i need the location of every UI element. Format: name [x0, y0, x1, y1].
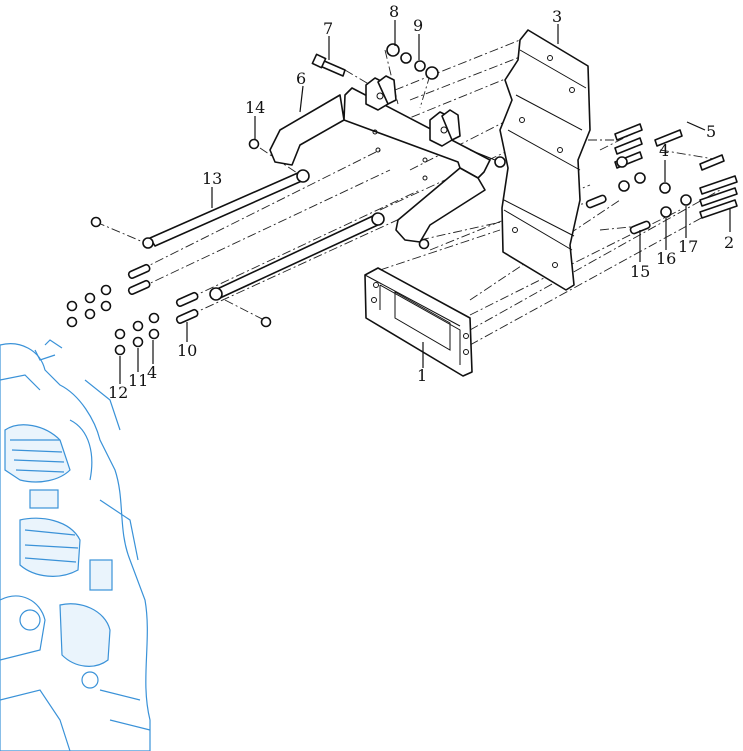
nut-left-end	[90, 216, 102, 228]
pins-left	[127, 263, 199, 324]
callout-1: 1	[417, 366, 427, 385]
washers-left	[66, 284, 160, 356]
nut-frame-foot	[418, 238, 430, 250]
callout-9: 9	[413, 16, 423, 35]
callout-12: 12	[108, 383, 128, 402]
part-plate-3	[499, 29, 591, 291]
rod-lower	[209, 212, 385, 301]
callout-14: 14	[245, 98, 265, 117]
pins-right	[585, 194, 651, 235]
callout-10: 10	[177, 341, 197, 360]
part-base-1	[364, 267, 473, 377]
washers-right	[616, 156, 692, 218]
callout-3: 3	[552, 7, 562, 26]
nut-14	[248, 138, 260, 150]
callout-17: 17	[678, 237, 698, 256]
callout-2: 2	[724, 233, 734, 252]
callout-11: 11	[128, 371, 148, 390]
callout-6: 6	[296, 69, 306, 88]
nuts-8-9	[386, 43, 439, 80]
rod-upper-13	[142, 169, 310, 249]
callout-16: 16	[656, 249, 676, 268]
callout-8: 8	[389, 2, 399, 21]
callout-5: 5	[706, 122, 716, 141]
bolt-7	[311, 53, 346, 77]
engine-illustration	[0, 339, 151, 751]
callout-4-left: 4	[147, 363, 157, 382]
nut-lower-rod	[260, 316, 272, 328]
part-frame-6	[269, 75, 506, 243]
callout-13: 13	[202, 169, 222, 188]
callout-15: 15	[630, 262, 650, 281]
bolts-right	[614, 123, 738, 219]
leader-lines	[119, 20, 731, 384]
callout-7: 7	[323, 19, 333, 38]
callout-4-right: 4	[659, 141, 669, 160]
callout-labels: 1 2 3 4 4 5 6 7 8 9 10 11 12 13 14 15 16…	[108, 2, 734, 402]
